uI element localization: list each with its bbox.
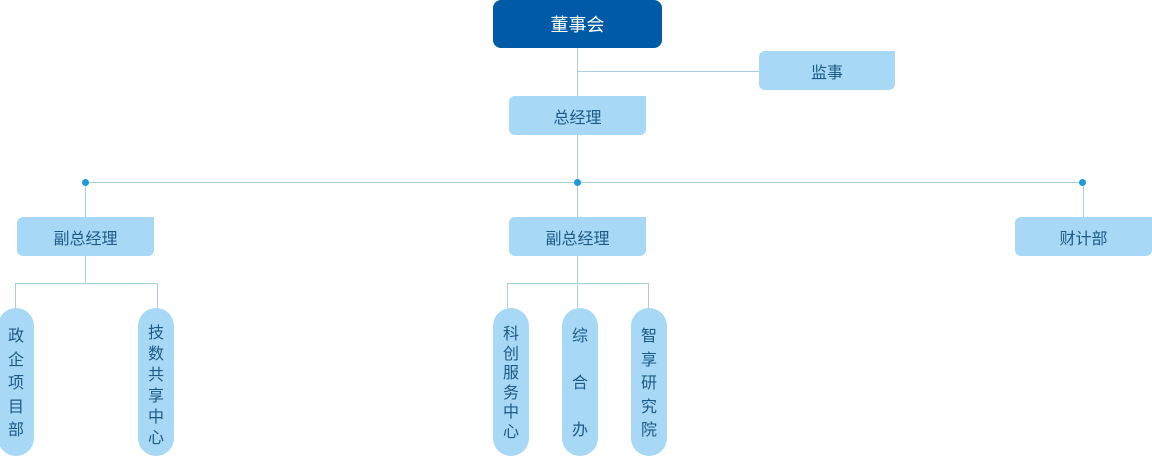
char: 科 xyxy=(502,324,519,343)
char: 目 xyxy=(7,396,24,416)
char: 项 xyxy=(7,373,24,392)
finance-node: 财计部 xyxy=(1015,217,1152,256)
char: 政 xyxy=(7,326,24,345)
connector-to-tech-shared xyxy=(157,283,158,308)
connector-deputy-left-down xyxy=(85,256,86,283)
char: 智 xyxy=(640,326,657,345)
char: 创 xyxy=(502,343,519,363)
char: 研 xyxy=(640,373,657,392)
deputy-gm-left-label: 副总经理 xyxy=(53,228,118,248)
char: 技 xyxy=(147,323,164,342)
connector-to-smart-research xyxy=(648,283,649,308)
deputy-gm-center-node: 副总经理 xyxy=(509,217,646,256)
char: 务 xyxy=(502,382,519,402)
char: 中 xyxy=(502,402,519,421)
char: 心 xyxy=(147,428,164,447)
junction-dot-left xyxy=(82,179,89,186)
connector-to-general-office xyxy=(577,283,578,308)
junction-dot-right xyxy=(1079,179,1086,186)
deputy-gm-center-label: 副总经理 xyxy=(545,228,610,248)
connector-board-to-gm xyxy=(577,48,578,96)
char: 服 xyxy=(502,363,519,382)
general-office-node: 综 合 办 xyxy=(562,308,598,456)
char: 中 xyxy=(147,407,164,426)
connector-to-gov-enterprise xyxy=(15,283,16,308)
innovation-service-center-node: 科 创 服 务 中 心 xyxy=(493,308,529,456)
finance-label: 财计部 xyxy=(1059,228,1108,248)
connector-to-supervisor xyxy=(577,71,759,72)
char: 办 xyxy=(571,420,588,439)
tech-data-shared-center-node: 技 数 共 享 中 心 xyxy=(138,308,174,456)
connector-bus-to-finance xyxy=(1083,183,1084,217)
general-manager-node: 总经理 xyxy=(509,96,646,135)
connector-deputy-center-down xyxy=(577,256,578,283)
smart-research-institute-node: 智 享 研 究 院 xyxy=(631,308,667,456)
connector-horizontal-bus xyxy=(85,182,1083,183)
board-node: 董事会 xyxy=(493,0,662,48)
connector-to-innovation-service xyxy=(507,283,508,308)
supervisor-node: 监事 xyxy=(759,51,895,90)
char: 部 xyxy=(7,420,24,439)
gov-enterprise-project-dept-node: 政 企 项 目 部 xyxy=(0,308,34,456)
char: 共 xyxy=(147,365,164,384)
deputy-gm-left-node: 副总经理 xyxy=(17,217,154,256)
connector-bus-to-deputy-left xyxy=(85,183,86,217)
connector-left-branch xyxy=(15,283,158,284)
char: 究 xyxy=(640,396,657,416)
char: 综 xyxy=(571,326,588,345)
char: 企 xyxy=(7,349,24,369)
supervisor-label: 监事 xyxy=(810,62,843,82)
char: 合 xyxy=(571,373,588,392)
char: 享 xyxy=(147,386,164,405)
char: 心 xyxy=(502,421,519,441)
connector-gm-to-bus xyxy=(577,134,578,183)
junction-dot-center xyxy=(574,179,581,186)
board-label: 董事会 xyxy=(550,15,605,36)
char: 享 xyxy=(640,349,657,369)
char: 院 xyxy=(640,420,657,439)
connector-bus-to-deputy-center xyxy=(577,183,578,217)
general-manager-label: 总经理 xyxy=(553,107,602,127)
char: 数 xyxy=(147,344,164,363)
connector-center-branch xyxy=(507,283,649,284)
